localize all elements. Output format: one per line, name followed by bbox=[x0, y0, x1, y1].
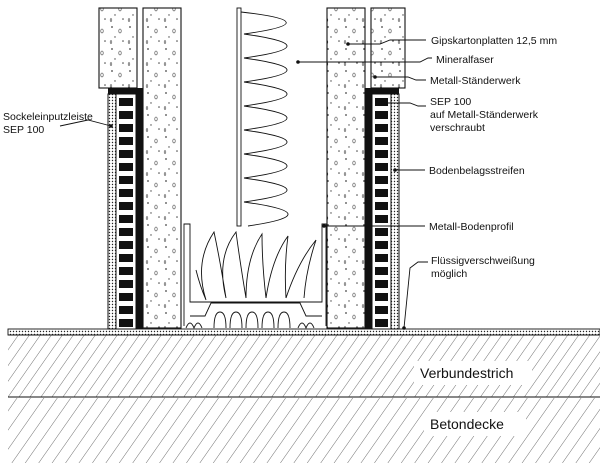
skirting-block bbox=[375, 215, 388, 223]
metal-stud bbox=[236, 7, 242, 227]
label-betondecke: Betondecke bbox=[430, 416, 504, 432]
label-gipskarton: Gipskartonplatten 12,5 mm bbox=[431, 35, 557, 47]
skirting-block bbox=[375, 111, 388, 119]
skirting-block bbox=[375, 293, 388, 301]
label-fluessig-line2: möglich bbox=[431, 268, 467, 280]
mineral-wool bbox=[240, 11, 289, 227]
label-staenderwerk: Metall-Ständerwerk bbox=[430, 75, 521, 87]
skirting-block bbox=[119, 189, 133, 197]
skirting-block bbox=[119, 202, 133, 210]
label-sep-line3: verschraubt bbox=[430, 122, 485, 134]
label-sep-line1: SEP 100 bbox=[430, 96, 471, 108]
skirting-block bbox=[119, 293, 133, 301]
right-wall bbox=[326, 7, 406, 330]
skirting-block bbox=[119, 241, 133, 249]
label-bodenprofil: Metall-Bodenprofil bbox=[429, 221, 514, 233]
skirting-block bbox=[375, 254, 388, 262]
skirting-block bbox=[119, 319, 133, 327]
skirting-block bbox=[119, 228, 133, 236]
skirting-block bbox=[119, 306, 133, 314]
skirting-block bbox=[119, 163, 133, 171]
floor-layers bbox=[8, 334, 600, 463]
skirting-block bbox=[119, 150, 133, 158]
annotations: Gipskartonplatten 12,5 mm Mineralfaser M… bbox=[3, 35, 557, 432]
skirting-block bbox=[375, 150, 388, 158]
skirting-block bbox=[375, 228, 388, 236]
stud-cavity bbox=[180, 7, 328, 330]
skirting-block bbox=[119, 98, 133, 106]
skirting-block bbox=[119, 137, 133, 145]
skirting-block bbox=[375, 98, 388, 106]
metal-floor-profile bbox=[183, 223, 327, 326]
skirting-block bbox=[375, 189, 388, 197]
leader-lines bbox=[59, 39, 432, 330]
skirting-block bbox=[375, 124, 388, 132]
label-mineralfaser: Mineralfaser bbox=[436, 54, 494, 66]
skirting-block bbox=[375, 202, 388, 210]
skirting-block bbox=[119, 254, 133, 262]
label-sockel-line1: Sockeleinputzleiste bbox=[3, 111, 93, 123]
label-fluessig-line1: Flüssigverschweißung bbox=[431, 255, 535, 267]
skirting-block bbox=[375, 176, 388, 184]
left-wall bbox=[98, 7, 182, 330]
skirting-block bbox=[375, 241, 388, 249]
skirting-block bbox=[119, 176, 133, 184]
skirting-block bbox=[375, 319, 388, 327]
label-sockel-line2: SEP 100 bbox=[3, 124, 44, 136]
skirting-block bbox=[375, 163, 388, 171]
skirting-block bbox=[375, 280, 388, 288]
skirting-block bbox=[119, 111, 133, 119]
skirting-block bbox=[119, 215, 133, 223]
skirting-block bbox=[375, 306, 388, 314]
label-sep-line2: auf Metall-Ständerwerk bbox=[430, 109, 539, 121]
bodenbelag-floor-strip bbox=[7, 328, 600, 336]
skirting-block bbox=[375, 137, 388, 145]
label-verbundestrich: Verbundestrich bbox=[420, 365, 513, 381]
skirting-block bbox=[119, 267, 133, 275]
label-bodenbelag: Bodenbelagsstreifen bbox=[429, 165, 525, 177]
skirting-block bbox=[119, 124, 133, 132]
skirting-block bbox=[375, 267, 388, 275]
skirting-block bbox=[119, 280, 133, 288]
